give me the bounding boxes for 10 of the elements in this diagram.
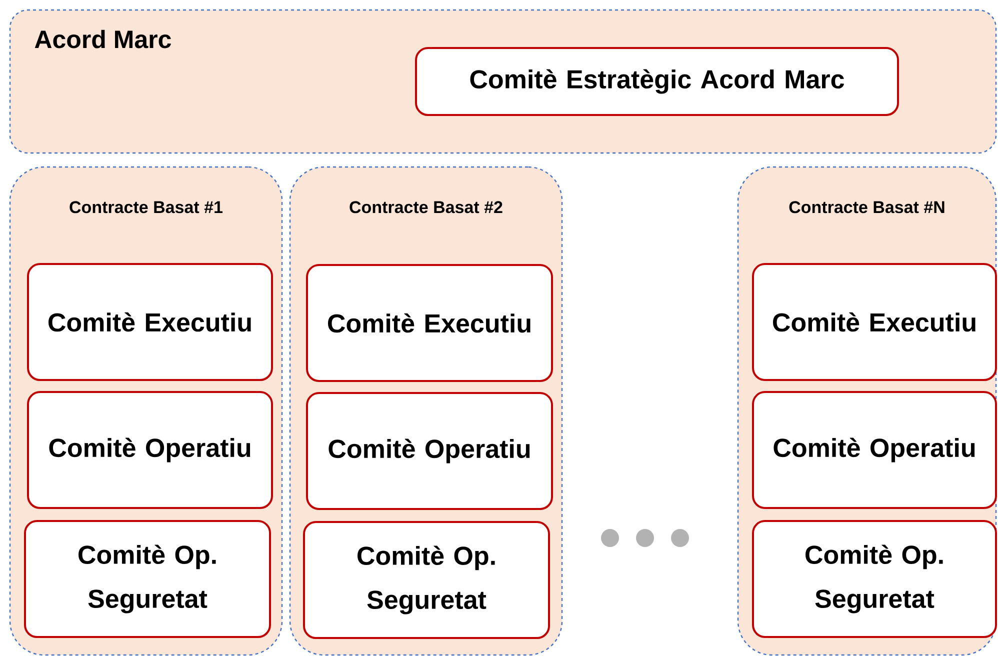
committee-box: Comitè Executiu [306, 264, 553, 382]
committee-box: Comitè Operatiu [306, 392, 553, 510]
committee-box: Comitè Estratègic Acord Marc [415, 47, 899, 116]
committee-box: Comitè Op. Seguretat [24, 520, 271, 638]
committee-box: Comitè Op. Seguretat [303, 521, 550, 639]
committee-box: Comitè Executiu [752, 263, 997, 381]
committee-box: Comitè Executiu [27, 263, 273, 381]
committee-box: Comitè Operatiu [27, 391, 273, 509]
committee-box: Comitè Op. Seguretat [752, 520, 997, 638]
committee-box: Comitè Operatiu [752, 391, 997, 509]
